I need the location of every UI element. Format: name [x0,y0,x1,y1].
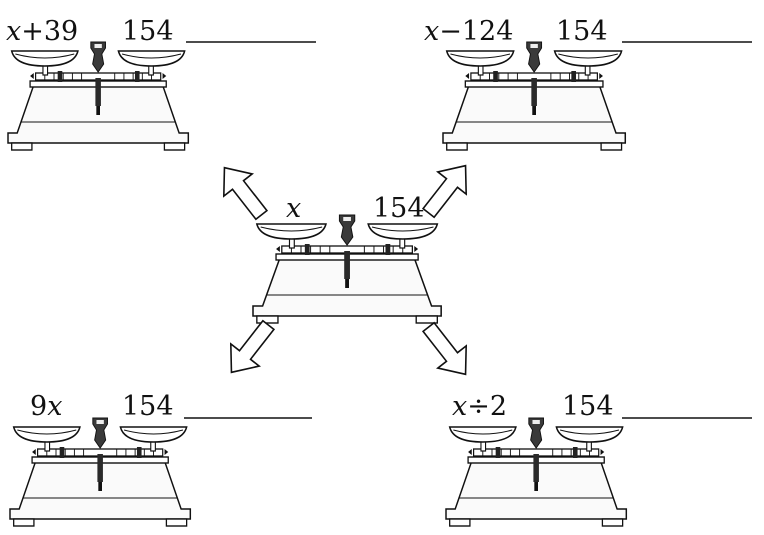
bottom-right-left-pan-label: x÷2 [452,391,507,422]
bottom-left-left-pan-label: 9x [30,391,62,422]
balance-top-left: x+39 154 [6,16,316,151]
center-right-pan-label: 154 [373,193,425,224]
top-right-right-pan-label: 154 [556,16,608,47]
bottom-left-right-pan-label: 154 [122,391,174,422]
balance-bottom-right-scale [445,417,628,527]
balance-top-right-scale [442,41,627,151]
bottom-right-right-pan-label: 154 [562,391,614,422]
top-right-left-pan-label: x−124 [424,16,513,47]
arrow-up-left [209,155,277,227]
balance-top-right: x−124 154 [424,16,752,151]
balance-bottom-left: 9x 154 [9,391,312,527]
center-balance-scale [252,214,442,324]
center-balance: x 154 [252,193,442,324]
balance-bottom-right: x÷2 154 [445,391,752,527]
center-left-pan-label: x [286,193,301,224]
arrow-down-right [413,315,481,387]
top-left-right-pan-label: 154 [122,16,174,47]
balance-bottom-left-scale [9,417,192,527]
top-left-left-pan-label: x+39 [6,16,78,47]
balance-top-left-scale [7,41,190,151]
arrow-down-left [216,313,284,385]
